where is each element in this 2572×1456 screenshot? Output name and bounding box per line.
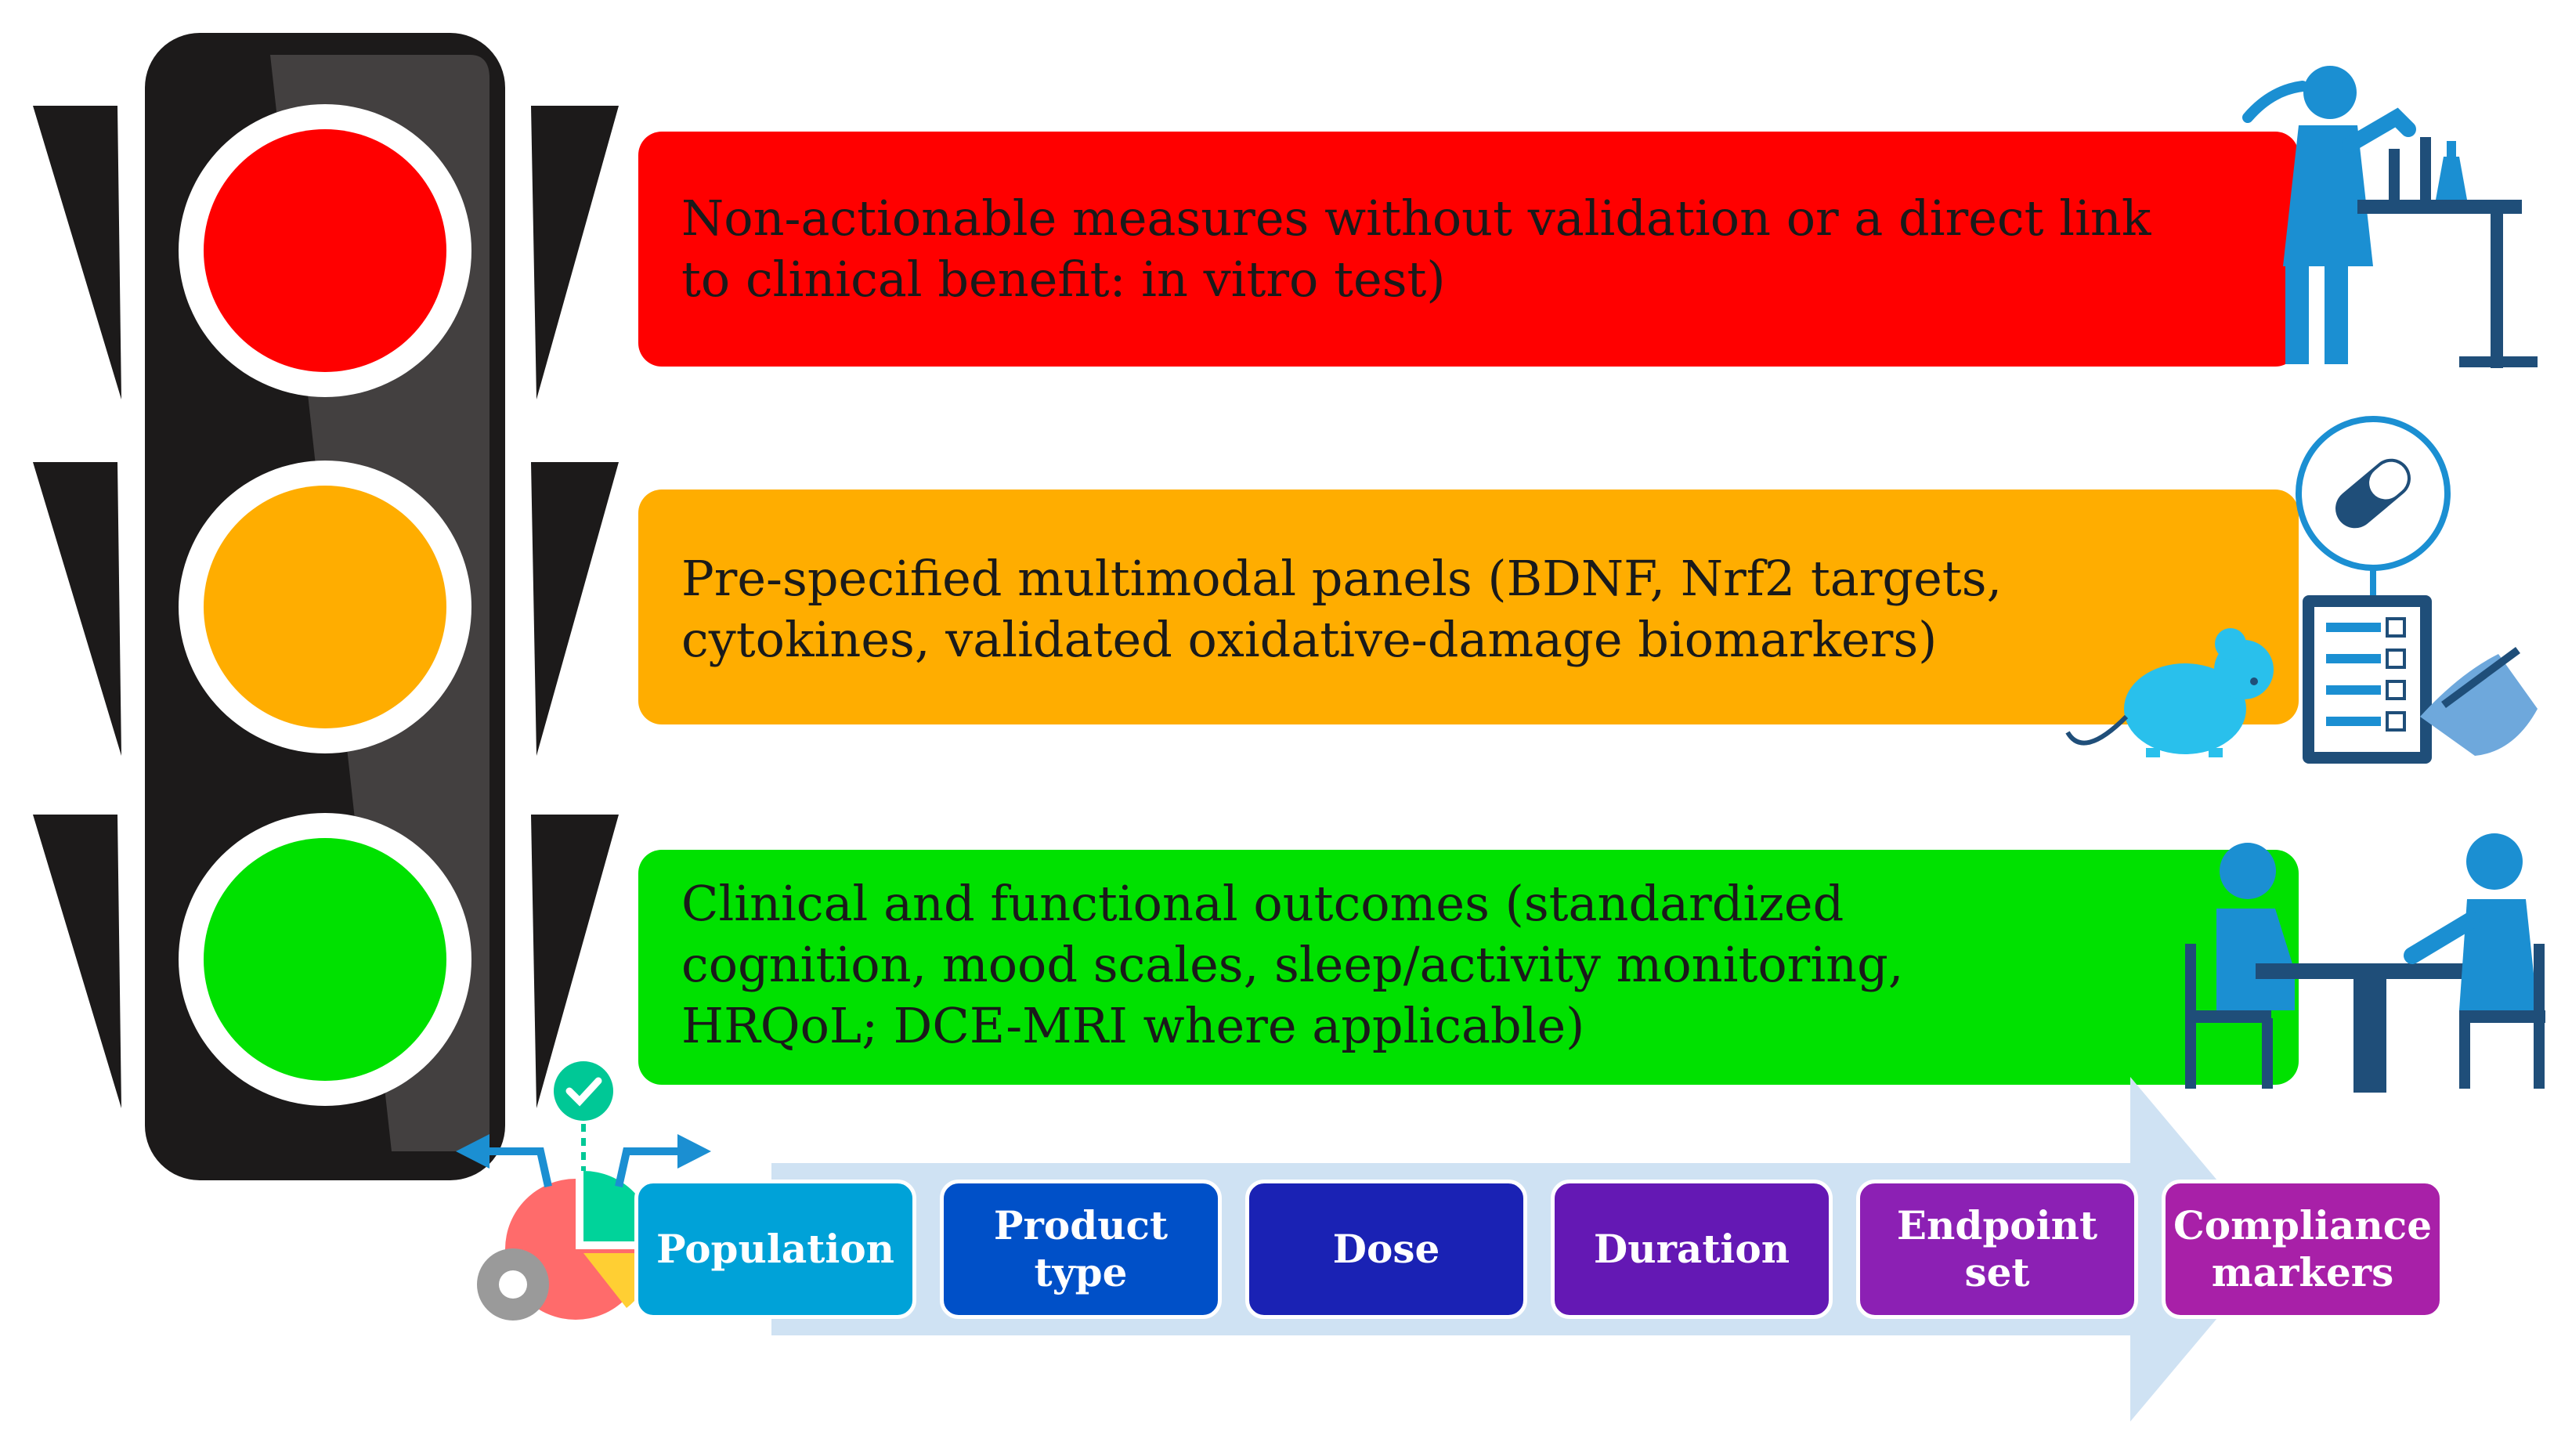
scientist-icon	[2242, 66, 2538, 368]
step-population: Population	[634, 1180, 916, 1319]
tier-text-red: Non-actionable measures without validati…	[681, 190, 2151, 308]
light-visor-left-bot	[33, 815, 121, 1108]
tier-box-green	[638, 850, 2299, 1085]
step-product-type: Product type	[940, 1180, 1222, 1319]
green-lamp	[204, 838, 446, 1081]
step-dose: Dose	[1245, 1180, 1527, 1319]
step-duration: Duration	[1551, 1180, 1833, 1319]
step-compliance-markers: Compliance markers	[2162, 1180, 2444, 1319]
tier-text-amber: Pre-specified multimodal panels (BDNF, N…	[681, 550, 2003, 668]
branch-arrows-icon	[456, 1134, 711, 1188]
light-visor-left-top	[33, 106, 121, 399]
traffic-light	[33, 33, 619, 1180]
tier-text-green: Clinical and functional outcomes (standa…	[681, 875, 1904, 1054]
step-endpoint-set: Endpoint set	[1856, 1180, 2138, 1319]
tier-box-amber	[638, 490, 2299, 724]
red-lamp	[204, 129, 446, 372]
amber-lamp	[204, 486, 446, 728]
consultation-icon	[2185, 833, 2545, 1093]
light-visor-left-mid	[33, 462, 121, 756]
pill-icon	[2296, 416, 2451, 595]
mouse-icon	[2065, 628, 2274, 757]
light-visor-right-bot	[531, 815, 619, 1108]
gear-icon	[477, 1248, 549, 1321]
light-visor-right-mid	[531, 462, 619, 756]
tier-box-red	[638, 132, 2299, 367]
check-icon	[554, 1061, 613, 1171]
light-visor-right-top	[531, 106, 619, 399]
checklist-icon	[2303, 595, 2538, 764]
